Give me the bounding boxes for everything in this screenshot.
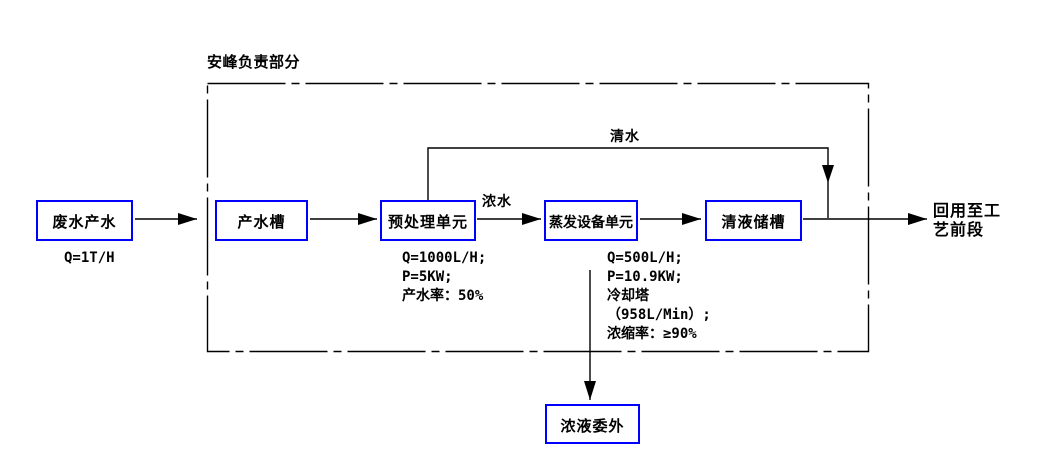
pretreatment-specs: Q=1000L/H; P=5KW; 产水率：50% — [402, 249, 486, 306]
box-evaporation-label: 蒸发设备单元 — [549, 214, 633, 231]
clear-water-down-arrowhead — [822, 165, 834, 183]
reuse-destination-label: 回用至工 艺前段 — [933, 201, 1001, 239]
concentrate-water-flow-label: 浓水 — [482, 194, 512, 210]
box-clear-liquid-tank: 清液储槽 — [705, 200, 802, 241]
reuse-destination-line2: 艺前段 — [933, 220, 985, 239]
box-pretreatment-label: 预处理单元 — [387, 213, 468, 231]
evaporation-specs: Q=500L/H; P=10.9KW; 冷却塔 （958L/Min）; 浓缩率：… — [607, 249, 711, 344]
clear-water-flow-label: 清水 — [610, 129, 640, 145]
box-wastewater: 废水产水 — [36, 200, 133, 241]
box-wastewater-label: 废水产水 — [52, 213, 117, 231]
spec-line: P=5KW; — [402, 269, 453, 285]
spec-line: Q=1T/H — [64, 250, 115, 266]
spec-line: 冷却塔 — [607, 288, 649, 304]
box-concentrate-outsourced-label: 浓液委外 — [560, 416, 625, 435]
box-clear-liquid-tank-label: 清液储槽 — [721, 213, 786, 231]
wastewater-specs: Q=1T/H — [64, 249, 115, 268]
spec-line: 浓缩率：≥90% — [607, 326, 697, 342]
box-product-tank: 产水槽 — [215, 200, 308, 241]
spec-line: P=10.9KW; — [607, 269, 683, 285]
region-label: 安峰负责部分 — [207, 53, 301, 71]
box-evaporation: 蒸发设备单元 — [544, 200, 638, 241]
spec-line: （958L/Min）; — [607, 307, 711, 323]
box-pretreatment: 预处理单元 — [380, 200, 476, 241]
spec-line: Q=1000L/H; — [402, 250, 487, 266]
responsibility-boundary-dashed-border — [206, 82, 870, 353]
spec-line: 产水率：50% — [402, 288, 484, 304]
spec-line: Q=500L/H; — [607, 250, 683, 266]
box-concentrate-outsourced: 浓液委外 — [545, 404, 640, 444]
reuse-destination-line1: 回用至工 — [933, 201, 1002, 220]
box-product-tank-label: 产水槽 — [237, 213, 286, 231]
